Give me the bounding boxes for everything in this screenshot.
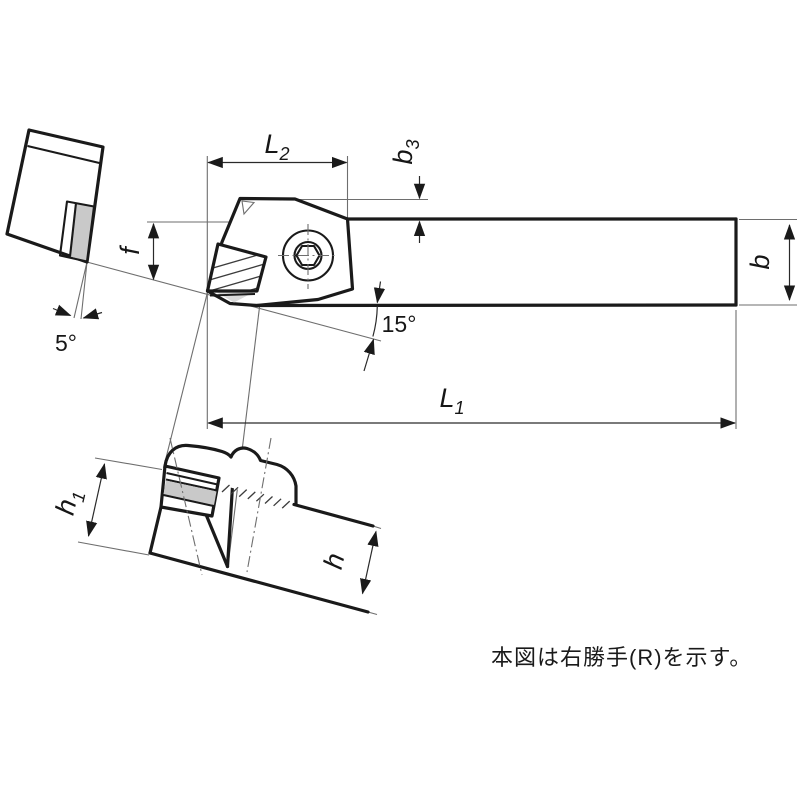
angle-label-15deg: 15°: [382, 311, 417, 337]
dim-label-L2: L2: [264, 129, 289, 164]
main-view: [205, 196, 738, 308]
dim-label-f: f: [115, 245, 145, 255]
dim-label-b3: b3: [388, 139, 423, 164]
side-nose-left: [204, 512, 230, 569]
end-view-top-band: [27, 144, 102, 165]
shank-bottom-edge: [255, 303, 738, 308]
angle-label-5deg: 5°: [55, 330, 77, 356]
side-view: [148, 437, 375, 614]
back-angle-line-right: [80, 261, 88, 320]
back-angle-line-left: [73, 261, 88, 319]
side-hatch-strip: [221, 484, 291, 509]
side-clamp-outline: [163, 443, 298, 507]
dim-leader-15deg-bottom: [363, 338, 375, 372]
hand-note: 本図は右勝手(R)を示す。: [491, 645, 752, 670]
dim-line-h1: [86, 463, 107, 537]
dim-label-h1: h1: [50, 486, 90, 518]
dim-label-L1: L1: [439, 383, 464, 418]
end-view: [5, 128, 105, 264]
shim-line: [209, 292, 256, 297]
labels: L2 L1 b3 b f h1 h 15° 5° 本図は右勝手(R)を示す。: [50, 129, 775, 670]
insert-outline: [205, 242, 268, 293]
dim-arc-15deg: [372, 305, 378, 337]
side-insert-face: [163, 480, 217, 505]
side-bar-bottom-edge: [148, 551, 370, 614]
dimensions: [52, 156, 796, 595]
dim-leader-5deg-left: [52, 304, 72, 317]
dim-line-h: [360, 530, 379, 595]
projection-line-tip: [162, 292, 208, 469]
construction-lines: [73, 156, 797, 616]
end-view-insert-pocket: [58, 200, 96, 263]
dim-leader-5deg-right: [82, 308, 103, 320]
dim-label-h: h: [318, 550, 351, 571]
side-centerline-insert: [169, 437, 203, 576]
side-centerline-clamp: [246, 437, 272, 573]
dim-leader-15deg-top: [373, 281, 386, 304]
dim-label-b: b: [745, 254, 775, 269]
side-bar-top-edge: [292, 502, 375, 528]
side-bar-front-edge: [148, 505, 163, 555]
projection-line-nose: [227, 302, 261, 567]
chamfer-line: [241, 200, 256, 216]
